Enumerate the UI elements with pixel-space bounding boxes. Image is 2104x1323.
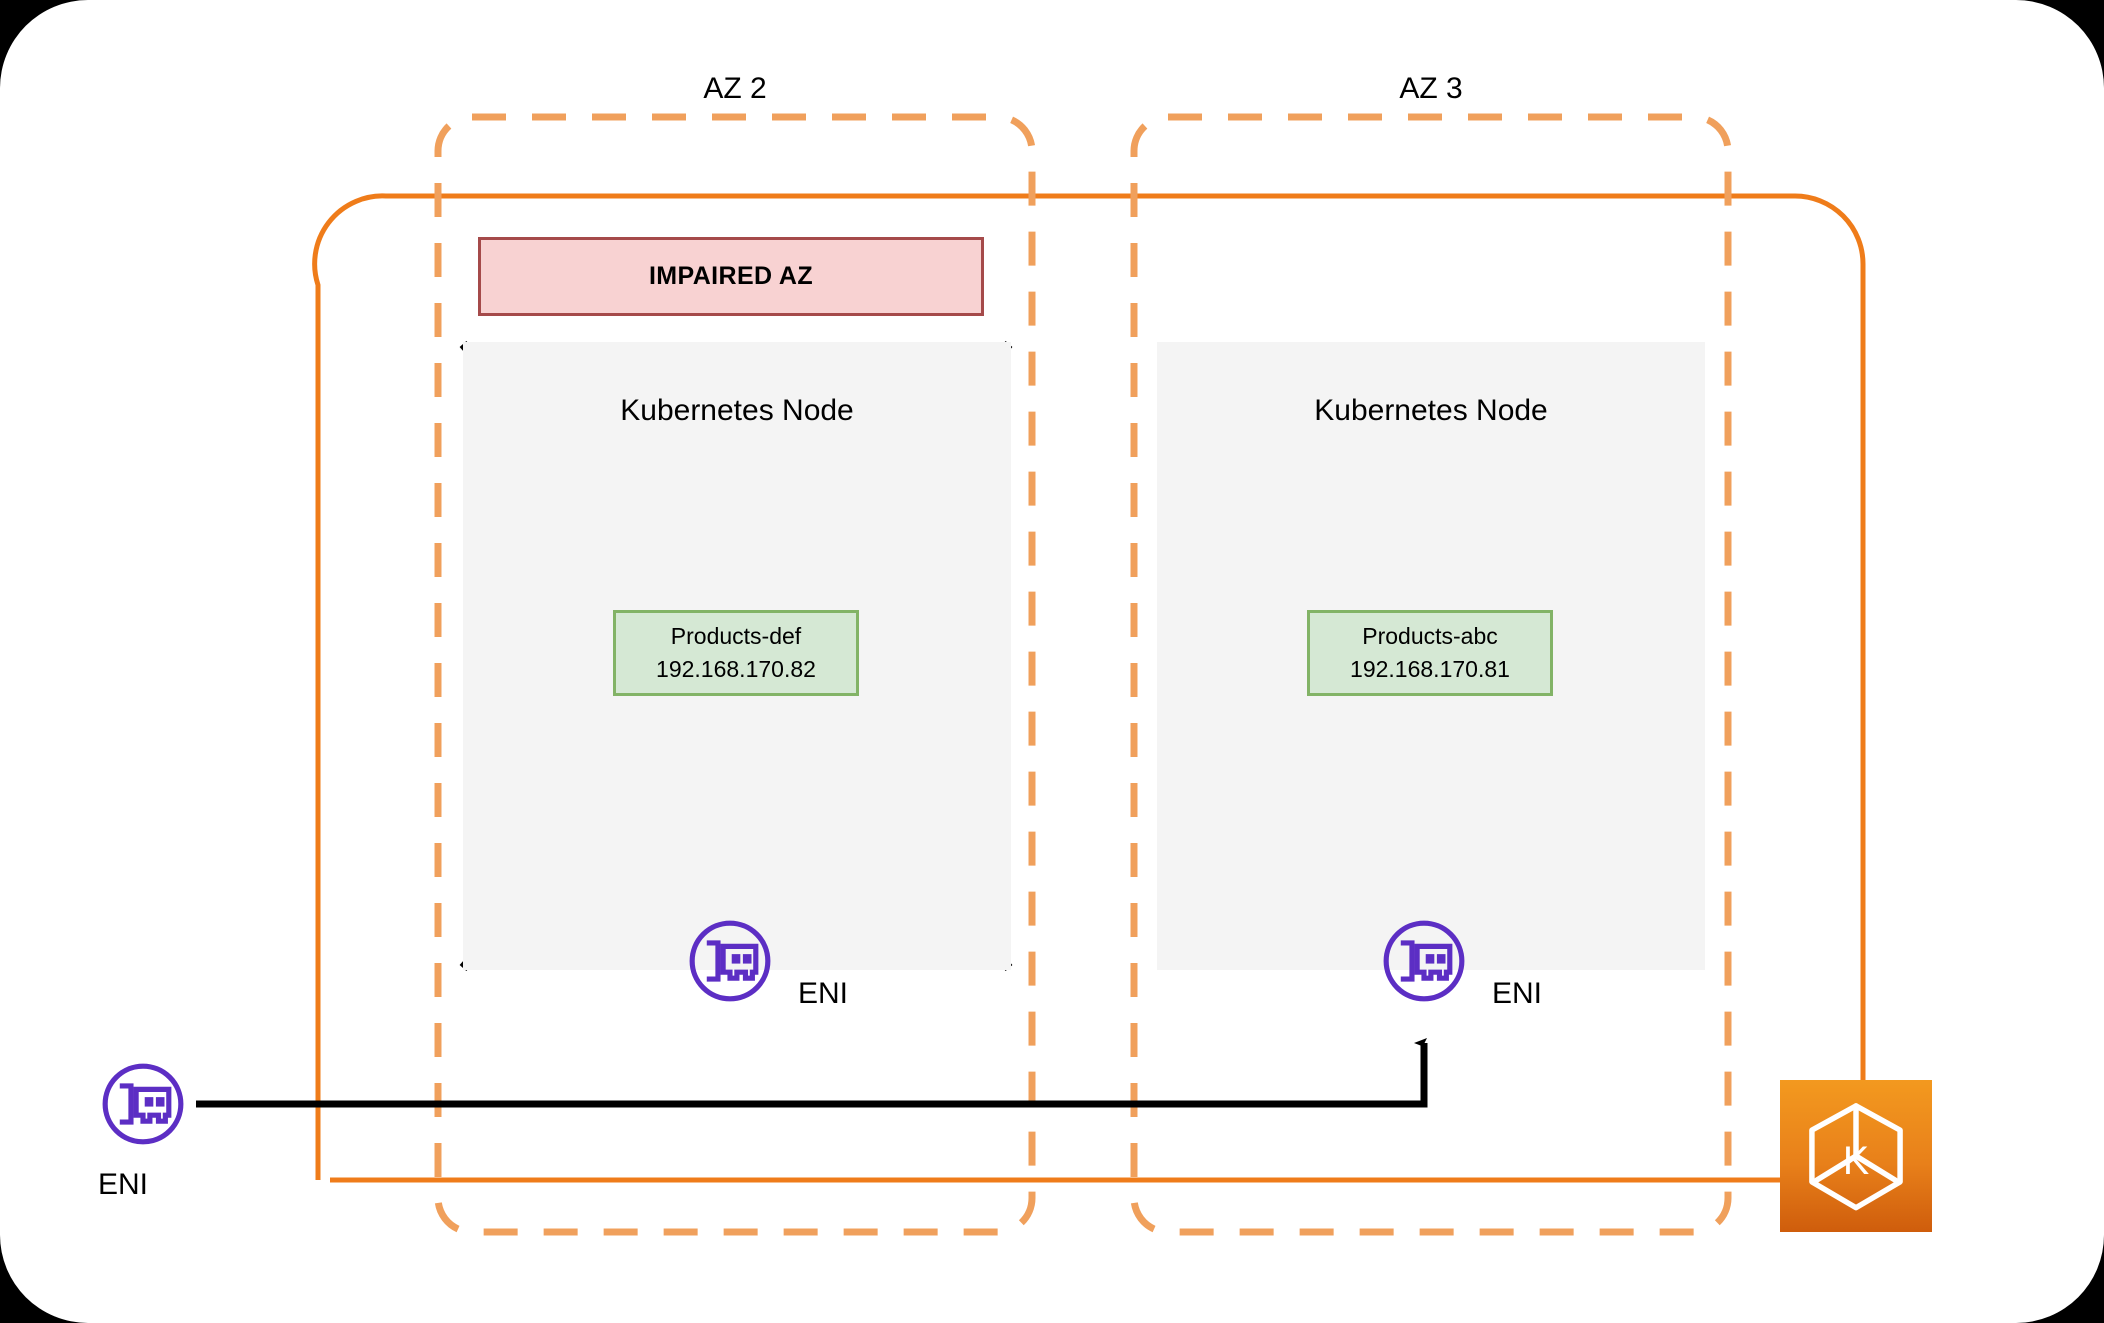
az3-pod-name: Products-abc bbox=[1362, 623, 1498, 650]
az2-pod-name: Products-def bbox=[670, 623, 802, 650]
eks-logo-glyph: K bbox=[1843, 1139, 1869, 1183]
az3-kubernetes-node-title: Kubernetes Node bbox=[1314, 394, 1548, 427]
eks-logo-icon[interactable]: K bbox=[1780, 1080, 1932, 1232]
az3-eni-icon[interactable] bbox=[1381, 918, 1467, 1004]
az2-kubernetes-node-title: Kubernetes Node bbox=[620, 394, 854, 427]
az2-pod-ip: 192.168.170.82 bbox=[656, 656, 816, 682]
external-eni-label: ENI bbox=[98, 1168, 149, 1201]
az3-kubernetes-node: Kubernetes Node bbox=[1157, 342, 1705, 970]
az2-pod-products-def[interactable]: Products-def 192.168.170.82 bbox=[613, 610, 859, 696]
az3-pod-ip: 192.168.170.81 bbox=[1350, 656, 1510, 682]
external-eni-icon[interactable] bbox=[100, 1061, 186, 1147]
az3-eni-label: ENI bbox=[1492, 977, 1543, 1010]
impaired-az-banner: IMPAIRED AZ bbox=[478, 237, 984, 316]
az3-title: AZ 3 bbox=[1399, 72, 1463, 105]
az3-pod-products-abc[interactable]: Products-abc 192.168.170.81 bbox=[1307, 610, 1553, 696]
az2-eni-icon[interactable] bbox=[687, 918, 773, 1004]
az2-title: AZ 2 bbox=[703, 72, 767, 105]
az2-eni-label: ENI bbox=[798, 977, 849, 1010]
